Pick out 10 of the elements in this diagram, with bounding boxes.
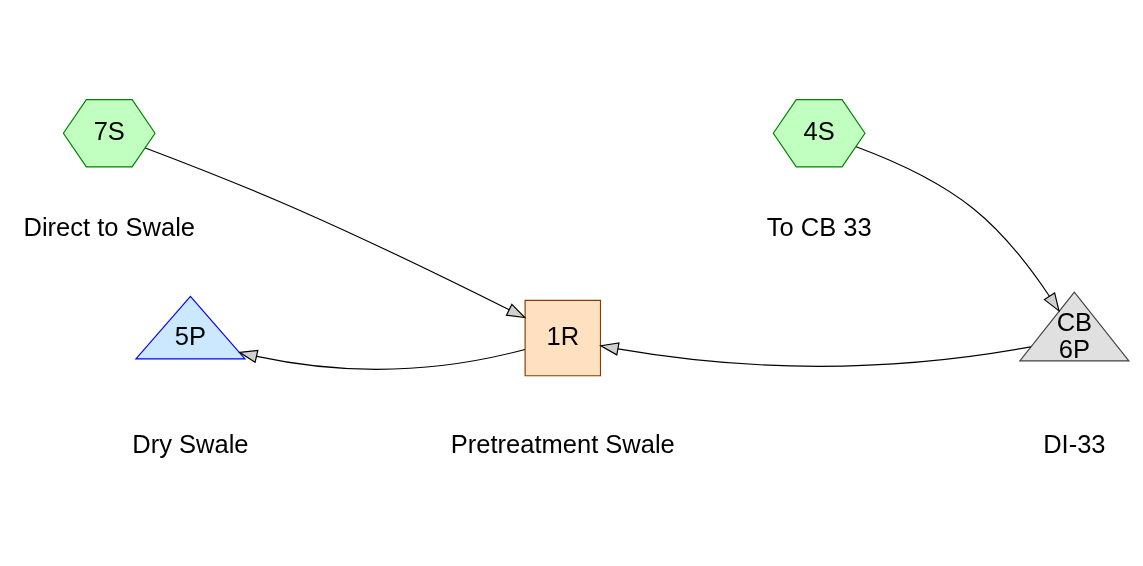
arrow: [855, 145, 1060, 312]
node-label: Pretreatment Swale: [450, 429, 675, 458]
node-label: Direct to Swale: [23, 212, 195, 241]
node-box: 1R: [524, 299, 602, 376]
arrow: [599, 341, 1032, 367]
arrow: [237, 348, 526, 370]
arrow: [144, 146, 527, 318]
node-label: Dry Swale: [132, 429, 249, 458]
node-label: To CB 33: [766, 212, 872, 241]
node-label: DI-33: [1043, 429, 1106, 458]
